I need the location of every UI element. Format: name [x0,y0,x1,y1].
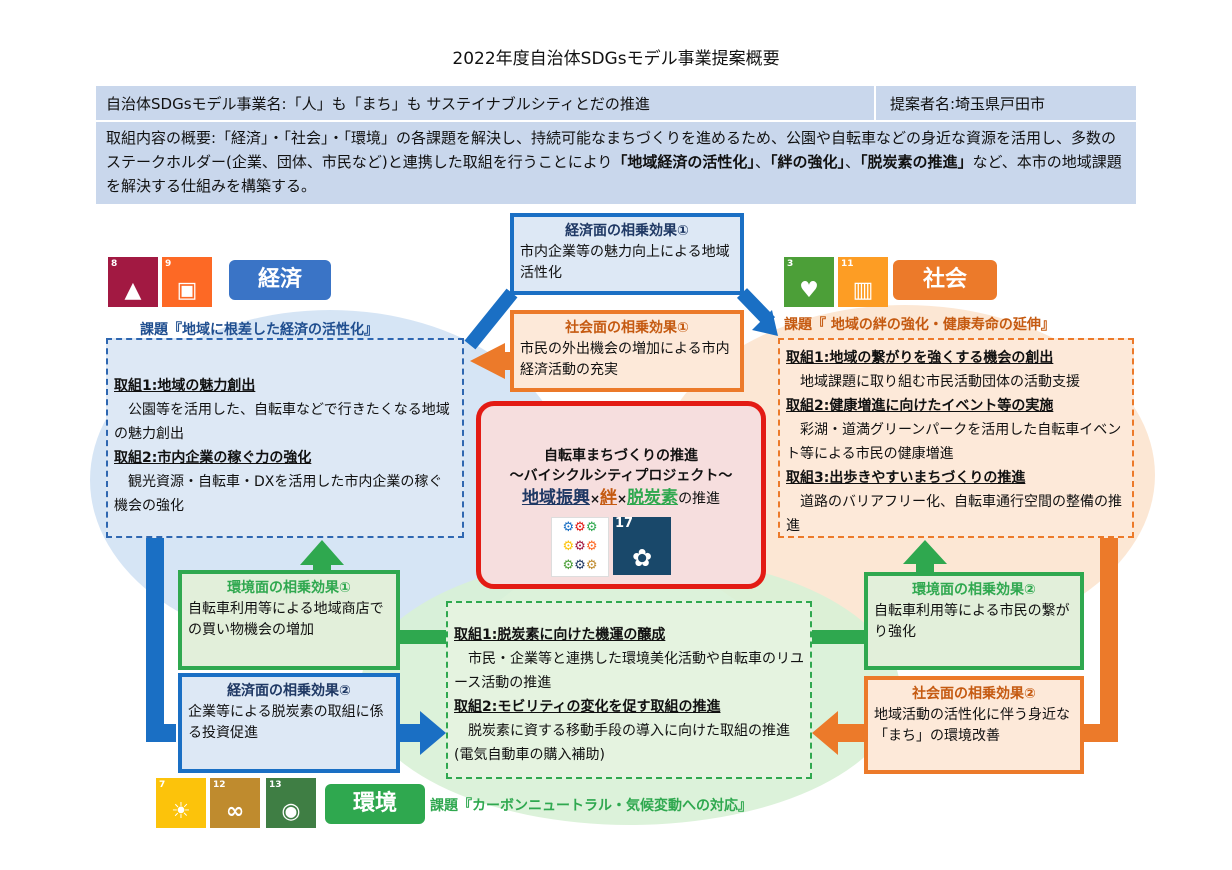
synergy-text: 市民の外出機会の増加による市内経済活動の充実 [520,341,730,378]
economy-issue: 課題『地域に根差した経済の活性化』 [140,319,378,339]
social-issue: 課題『 地域の絆の強化・健康寿命の延伸』 [784,314,1055,334]
synergy-heading: 社会面の相乗効果② [874,684,1074,705]
synergy-heading: 社会面の相乗効果① [520,318,734,339]
summary-sep-2: 、 [845,153,860,171]
environment-action-1-text: 市民・企業等と連携した環境美化活動や自転車のリユース活動の推進 [454,647,804,695]
sdg-number: 17 [615,516,633,531]
keyword-bond: 絆 [600,488,617,508]
social-action-2-text: 彩湖・道満グリーンパークを活用した自転車イベント等による市民の健康増進 [786,418,1126,466]
synergy-environment-1: 環境面の相乗効果① 自転車利用等による地域商店での買い物機会の増加 [178,570,400,670]
infinity-icon: ∞ [210,800,260,824]
heartbeat-icon: ♥ [784,279,834,303]
summary-sep-1: 、 [755,153,770,171]
times-sign: × [617,492,627,506]
summary-bar: 取組内容の概要:「経済」・「社会」・「環境」の各課題を解決し、持続可能なまちづく… [96,122,1136,204]
times-sign: × [590,492,600,506]
economy-action-2-text: 観光資源・自転車・DXを活用した市内企業の稼ぐ機会の強化 [114,470,456,518]
center-keywords: 地域振興×絆×脱炭素の推進 [481,486,761,511]
environment-actions: 取組1:脱炭素に向けた機運の醸成 市民・企業等と連携した環境美化活動や自転車のリ… [446,601,812,779]
social-action-3-text: 道路のバリアフリー化、自転車通行空間の整備の推進 [786,490,1126,538]
bicycles-icon: ⚙⚙⚙⚙⚙⚙⚙⚙⚙ [551,517,609,577]
synergy-text: 企業等による脱炭素の取組に係る投資促進 [188,704,384,741]
sdg17-icon: 17 ✿ [613,517,671,575]
sdg-number: 8 [111,259,117,269]
center-line-1: 自転車まちづくりの推進 [481,446,761,466]
environment-action-2-heading: 取組2:モビリティの変化を促す取組の推進 [454,695,804,719]
summary-key-2: 「絆の強化」 [770,153,845,171]
summary-key-3: 「脱炭素の推進」 [860,153,973,171]
keyword-decarbon: 脱炭素 [627,488,678,508]
sdg-number: 11 [841,259,854,269]
header-bar: 自治体SDGsモデル事業名:「人」も「まち」も サステイナブルシティとだの推進 … [96,86,1136,120]
sdg13-icon: 13 ◉ [266,778,316,828]
synergy-economy-1: 経済面の相乗効果① 市内企業等の魅力向上による地域活性化 [510,213,744,295]
social-action-1-heading: 取組1:地域の繋がりを強くする機会の創出 [786,346,1126,370]
sdg-number: 9 [165,259,171,269]
economy-flow-line [470,293,512,345]
economy-action-2-heading: 取組2:市内企業の稼ぐ力の強化 [114,446,456,470]
sdg11-icon: 11 ▥ [838,257,888,307]
sdg-number: 13 [269,780,282,790]
synergy-text: 自転車利用等による地域商店での買い物機会の増加 [188,601,384,638]
keyword-regional: 地域振興 [522,488,590,508]
sdg3-icon: 3 ♥ [784,257,834,307]
economy-action-1-text: 公園等を活用した、自転車などで行きたくなる地域の魅力創出 [114,398,456,446]
sdg8-icon: 8 ▲ [108,257,158,307]
synergy-heading: 経済面の相乗効果② [188,681,390,702]
synergy-heading: 環境面の相乗効果① [188,578,390,599]
synergy-text: 地域活動の活性化に伴う身近な「まち」の環境改善 [874,707,1070,744]
sdg9-icon: 9 ▣ [162,257,212,307]
summary-key-1: 「地域経済の活性化」 [612,153,755,171]
synergy-text: 市内企業等の魅力向上による地域活性化 [520,244,730,281]
cubes-icon: ▣ [162,279,212,303]
sdg7-icon: 7 ☀ [156,778,206,828]
center-images: ⚙⚙⚙⚙⚙⚙⚙⚙⚙ 17 ✿ [481,517,761,581]
keyword-suffix: の推進 [678,491,720,507]
page-title: 2022年度自治体SDGsモデル事業提案概要 [0,44,1232,69]
partnership-icon: ✿ [613,545,671,571]
economy-actions: 取組1:地域の魅力創出 公園等を活用した、自転車などで行きたくなる地域の魅力創出… [106,338,464,538]
environment-action-1-heading: 取組1:脱炭素に向けた機運の醸成 [454,623,804,647]
sdg-number: 3 [787,259,793,269]
project-name: 自治体SDGsモデル事業名:「人」も「まち」も サステイナブルシティとだの推進 [106,93,650,114]
environment-label: 環境 [325,784,425,824]
synergy-text: 自転車利用等による市民の繋がり強化 [874,603,1070,640]
environment-action-2-text: 脱炭素に資する移動手段の導入に向けた取組の推進(電気自動車の購入補助) [454,719,804,767]
synergy-heading: 環境面の相乗効果② [874,580,1074,601]
social-action-1-text: 地域課題に取り組む市民活動団体の活動支援 [786,370,1126,394]
chart-icon: ▲ [108,279,158,303]
social-label: 社会 [893,260,997,300]
sdg12-icon: 12 ∞ [210,778,260,828]
social-actions: 取組1:地域の繋がりを強くする機会の創出 地域課題に取り組む市民活動団体の活動支… [778,338,1134,538]
economy-action-1-heading: 取組1:地域の魅力創出 [114,374,456,398]
sdg-number: 12 [213,780,226,790]
eye-icon: ◉ [266,800,316,824]
social-action-3-heading: 取組3:出歩きやすいまちづくりの推進 [786,466,1126,490]
environment-issue: 課題『カーボンニュートラル・気候変動への対応』 [430,795,752,815]
proposer: 提案者名:埼玉県戸田市 [890,93,1045,114]
sun-icon: ☀ [156,800,206,824]
center-project-box: 自転車まちづくりの推進 〜バイシクルシティプロジェクト〜 地域振興×絆×脱炭素の… [476,401,766,589]
buildings-icon: ▥ [838,279,888,303]
synergy-social-1: 社会面の相乗効果① 市民の外出機会の増加による市内経済活動の充実 [510,310,744,392]
sdg-number: 7 [159,780,165,790]
center-line-2: 〜バイシクルシティプロジェクト〜 [481,466,761,486]
synergy-environment-2: 環境面の相乗効果② 自転車利用等による市民の繋がり強化 [864,572,1084,670]
synergy-heading: 経済面の相乗効果① [520,221,734,242]
synergy-economy-2: 経済面の相乗効果② 企業等による脱炭素の取組に係る投資促進 [178,673,400,773]
header-divider [874,86,876,120]
synergy-social-2: 社会面の相乗効果② 地域活動の活性化に伴う身近な「まち」の環境改善 [864,676,1084,774]
economy-label: 経済 [229,260,331,300]
social-action-2-heading: 取組2:健康増進に向けたイベント等の実施 [786,394,1126,418]
